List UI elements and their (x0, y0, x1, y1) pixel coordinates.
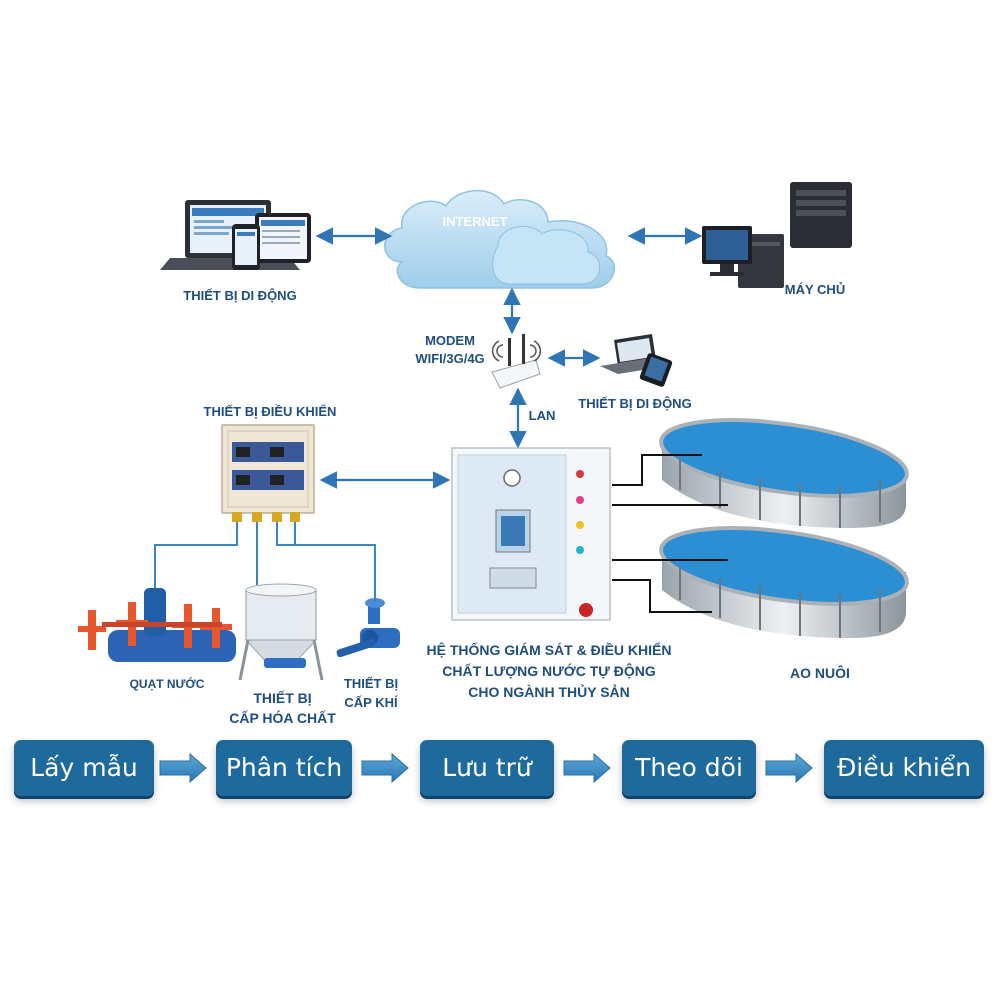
modem-icon (491, 334, 542, 389)
connector-lines (154, 522, 376, 602)
modem-label: MODEM WIFI/3G/4G (400, 332, 500, 368)
air-label-line1: THIẾT BỊ (343, 676, 399, 691)
server-icon (702, 182, 852, 288)
pond-bottom-icon (659, 526, 909, 638)
air-label-line2: CẤP KHÍ (344, 695, 398, 710)
controller-label: THIẾT BỊ ĐIỀU KHIỂN (203, 404, 337, 419)
air-blower-icon (336, 598, 400, 658)
system-label-line3: CHO NGÀNH THỦY SẢN (468, 684, 630, 700)
mobile-devices-mid-label: THIẾT BỊ DI ĐỘNG (578, 396, 692, 411)
chem-label: THIẾT BỊ CẤP HÓA CHẤT (215, 688, 350, 728)
modem-label-line1: MODEM (425, 333, 475, 348)
step-sampling: Lấy mẫu (14, 740, 154, 796)
step-analysis: Phân tích (216, 740, 352, 796)
aerator-icon (78, 588, 236, 662)
modem-label-line2: WIFI/3G/4G (415, 351, 485, 366)
pond-connector-lines (612, 454, 728, 613)
process-arrows (159, 752, 813, 784)
ponds-label: AO NUÔI (790, 665, 850, 681)
system-label-line1: HỆ THỐNG GIÁM SÁT & ĐIỀU KHIỂN (426, 642, 672, 658)
lan-label: LAN (528, 408, 556, 423)
mobile-devices-top-icon (160, 200, 311, 270)
system-label-line2: CHẤT LƯỢNG NƯỚC TỰ ĐỘNG (442, 663, 656, 679)
internet-label: INTERNET (442, 214, 508, 229)
network-arrows (315, 227, 703, 489)
server-label: MÁY CHỦ (784, 282, 846, 297)
chemical-tank-icon (238, 583, 324, 681)
monitoring-cabinet-icon (451, 447, 611, 621)
system-label: HỆ THỐNG GIÁM SÁT & ĐIỀU KHIỂN CHẤT LƯỢN… (404, 640, 694, 703)
chem-label-line2: CẤP HÓA CHẤT (229, 710, 336, 726)
controller-box-icon (221, 424, 315, 522)
step-monitoring: Theo dõi (622, 740, 756, 796)
step-storage: Lưu trữ (420, 740, 554, 796)
mobile-devices-mid-icon (600, 334, 673, 387)
pond-top-icon (659, 418, 909, 528)
mobile-devices-top-label: THIẾT BỊ DI ĐỘNG (183, 288, 297, 303)
step-control: Điều khiển (824, 740, 984, 796)
chem-label-line1: THIẾT BỊ (253, 690, 312, 706)
internet-cloud-icon (384, 189, 616, 289)
air-label: THIẾT BỊ CẤP KHÍ (336, 674, 406, 712)
aerator-label: QUẠT NƯỚC (129, 677, 205, 691)
